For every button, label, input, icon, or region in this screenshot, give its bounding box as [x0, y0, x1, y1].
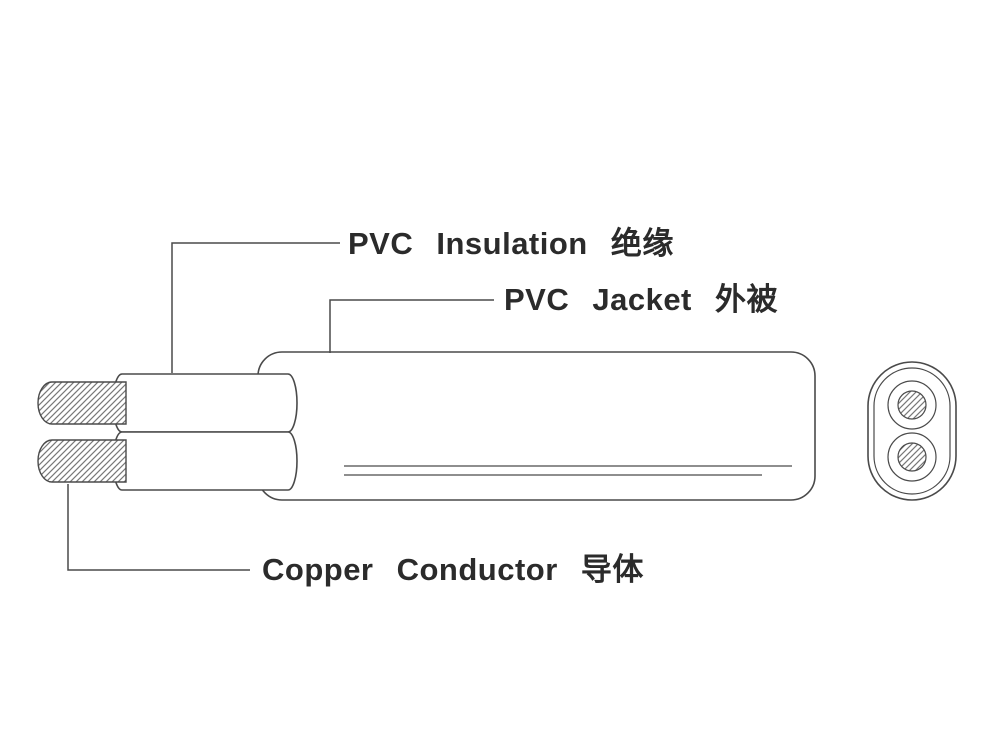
conductor-label: Copper Conductor 导体 [262, 552, 644, 587]
cable-cross-section [867, 361, 957, 501]
conductor-leader-line [67, 484, 250, 571]
cross-section-conductor-top [897, 390, 927, 420]
cable-side-view [37, 351, 816, 501]
pvc-jacket-shape [257, 351, 816, 501]
pvc-insulation-bottom-shape [112, 431, 298, 491]
insulation-label: PVC Insulation 绝缘 [348, 226, 674, 261]
cross-section-insulation-top [887, 380, 937, 430]
cross-section-insulation-bottom [887, 432, 937, 482]
jacket-label: PVC Jacket 外被 [504, 282, 778, 317]
cross-section-jacket-inner [873, 367, 951, 495]
pvc-insulation-top-shape [112, 373, 298, 433]
copper-strands-top-shape [37, 381, 127, 425]
cross-section-conductor-bottom [897, 442, 927, 472]
insulation-leader-line [171, 242, 340, 373]
jacket-leader-line [329, 299, 494, 353]
copper-strands-bottom-shape [37, 439, 127, 483]
